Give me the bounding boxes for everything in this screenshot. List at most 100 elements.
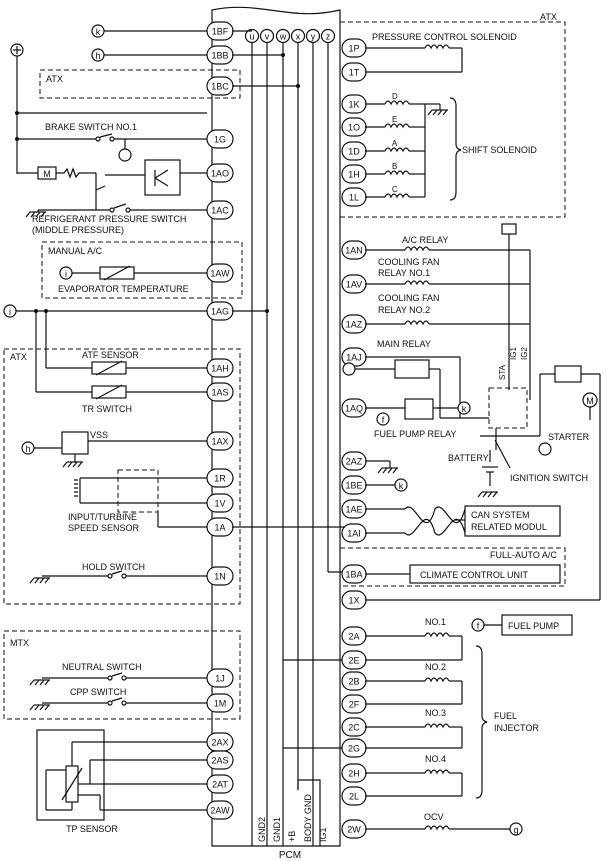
svg-text:MTX: MTX (10, 638, 29, 648)
pcm-pin-1ba: 1BA (341, 564, 367, 584)
turbine-coil-icon (74, 479, 78, 497)
svg-text:2F: 2F (349, 700, 360, 710)
pcm-pin-2h: 2H (341, 763, 367, 783)
svg-text:(MIDDLE PRESSURE): (MIDDLE PRESSURE) (32, 225, 124, 235)
svg-text:1X: 1X (348, 596, 359, 606)
pcm-pin-1r: 1R (206, 468, 234, 488)
svg-text:i: i (65, 269, 67, 279)
brake-lamp-icon (118, 148, 132, 162)
svg-text:REFRIGERANT PRESSURE SWITCH: REFRIGERANT PRESSURE SWITCH (32, 214, 186, 224)
svg-text:1AH: 1AH (211, 364, 229, 374)
svg-text:1AJ: 1AJ (346, 353, 362, 363)
svg-text:1AE: 1AE (345, 505, 362, 515)
svg-text:STA: STA (498, 364, 507, 380)
svg-text:1AZ: 1AZ (346, 320, 363, 330)
svg-text:STARTER: STARTER (548, 432, 590, 442)
svg-text:VSS: VSS (90, 430, 108, 440)
svg-text:BATTERY: BATTERY (448, 453, 489, 463)
pcm-pin-1j: 1J (206, 668, 234, 688)
svg-text:2AS: 2AS (211, 756, 228, 766)
svg-text:2AX: 2AX (211, 738, 228, 748)
svg-text:v: v (265, 32, 270, 42)
pcm-pin-1av: 1AV (341, 274, 367, 294)
pcm-pin-2a: 2A (341, 626, 367, 646)
svg-text:COOLING FAN: COOLING FAN (378, 293, 440, 303)
svg-text:SHIFT SOLENOID: SHIFT SOLENOID (462, 145, 537, 155)
svg-text:SPEED SENSOR: SPEED SENSOR (68, 523, 140, 533)
terminal-w: w (275, 28, 291, 44)
pcm-pin-1ag: 1AG (206, 301, 234, 321)
pcm-pin-2c: 2C (341, 717, 367, 737)
svg-text:1BC: 1BC (211, 82, 229, 92)
pcm-pin-2at: 2AT (206, 774, 234, 794)
pcm-pin-1bc: 1BC (206, 76, 234, 96)
svg-text:1G: 1G (214, 135, 226, 145)
svg-text:2AT: 2AT (212, 780, 228, 790)
atx-box-2 (3, 348, 241, 605)
svg-text:z: z (326, 32, 331, 42)
mtx-box (3, 630, 241, 720)
pcm-pin-2g: 2G (341, 738, 367, 758)
svg-text:2L: 2L (349, 792, 359, 802)
svg-text:FULL-AUTO A/C: FULL-AUTO A/C (490, 550, 557, 560)
fuel-injectors: NO.1 NO.2 NO.3 NO.4 FUEL INJECTOR (365, 617, 539, 799)
svg-text:1BA: 1BA (345, 570, 362, 580)
atx-box-1 (39, 69, 241, 99)
svg-text:HOLD SWITCH: HOLD SWITCH (82, 562, 145, 572)
pcm-pin-1aw: 1AW (206, 263, 234, 283)
pcm-pin-2e: 2E (341, 650, 367, 670)
svg-text:1BB: 1BB (211, 51, 228, 61)
svg-text:ATF SENSOR: ATF SENSOR (82, 350, 139, 360)
climate-control-box (409, 564, 561, 584)
pcm-pin-1l: 1L (341, 187, 367, 207)
svg-text:CAN SYSTEM: CAN SYSTEM (471, 510, 530, 520)
svg-text:1AO: 1AO (211, 169, 229, 179)
svg-text:1O: 1O (348, 123, 360, 133)
svg-text:1AN: 1AN (345, 246, 363, 256)
pcm-pin-1k: 1K (341, 94, 367, 114)
svg-text:1A: 1A (214, 523, 225, 533)
svg-text:FUEL PUMP RELAY: FUEL PUMP RELAY (374, 429, 456, 439)
svg-text:C: C (392, 185, 398, 194)
svg-text:1H: 1H (348, 170, 360, 180)
svg-text:1L: 1L (349, 193, 359, 203)
pcm-pin-1p: 1P (341, 38, 367, 58)
pcm-pin-2l: 2L (341, 786, 367, 806)
svg-text:2E: 2E (348, 656, 359, 666)
pcm-label: PCM (279, 850, 301, 861)
svg-text:2B: 2B (348, 677, 359, 687)
svg-text:NO.1: NO.1 (425, 617, 446, 627)
svg-text:1P: 1P (348, 44, 359, 54)
svg-text:1AW: 1AW (210, 269, 230, 279)
pcm-pin-2ax: 2AX (206, 732, 234, 752)
svg-text:1AV: 1AV (346, 280, 362, 290)
svg-text:MANUAL A/C: MANUAL A/C (48, 246, 103, 256)
svg-text:2AZ: 2AZ (346, 457, 363, 467)
pcm-pin-1be: 1BE (341, 475, 367, 495)
shift-solenoids: D E A B C SHIFT SOLENOID (365, 92, 537, 201)
svg-text:TR SWITCH: TR SWITCH (82, 404, 132, 414)
svg-text:1AX: 1AX (211, 437, 228, 447)
pcm-pin-1m: 1M (206, 693, 234, 713)
svg-text:BODY GND: BODY GND (303, 794, 313, 842)
bottom-terminal-labels: GND2 GND1 +B BODY GND IG1 (257, 794, 328, 842)
tp-sensor-box (36, 729, 105, 821)
svg-text:PRESSURE CONTROL SOLENOID: PRESSURE CONTROL SOLENOID (372, 32, 517, 42)
svg-text:f: f (382, 415, 385, 425)
svg-text:k: k (96, 27, 101, 37)
svg-text:1AG: 1AG (211, 307, 229, 317)
svg-text:ATX: ATX (46, 74, 63, 84)
svg-text:NO.2: NO.2 (425, 662, 446, 672)
pcm-pin-1az: 1AZ (341, 314, 367, 334)
pcm-pin-1ai: 1AI (341, 523, 367, 543)
svg-text:x: x (296, 32, 301, 42)
svg-text:2C: 2C (348, 723, 360, 733)
svg-text:NO.4: NO.4 (425, 754, 446, 764)
terminal-v: v (259, 28, 275, 44)
pcm-pin-1g: 1G (206, 129, 234, 149)
fuel-pump-box (501, 614, 573, 636)
svg-text:+B: +B (287, 831, 297, 842)
pcm-pin-1as: 1AS (206, 382, 234, 402)
pcm-pin-2as: 2AS (206, 750, 234, 770)
